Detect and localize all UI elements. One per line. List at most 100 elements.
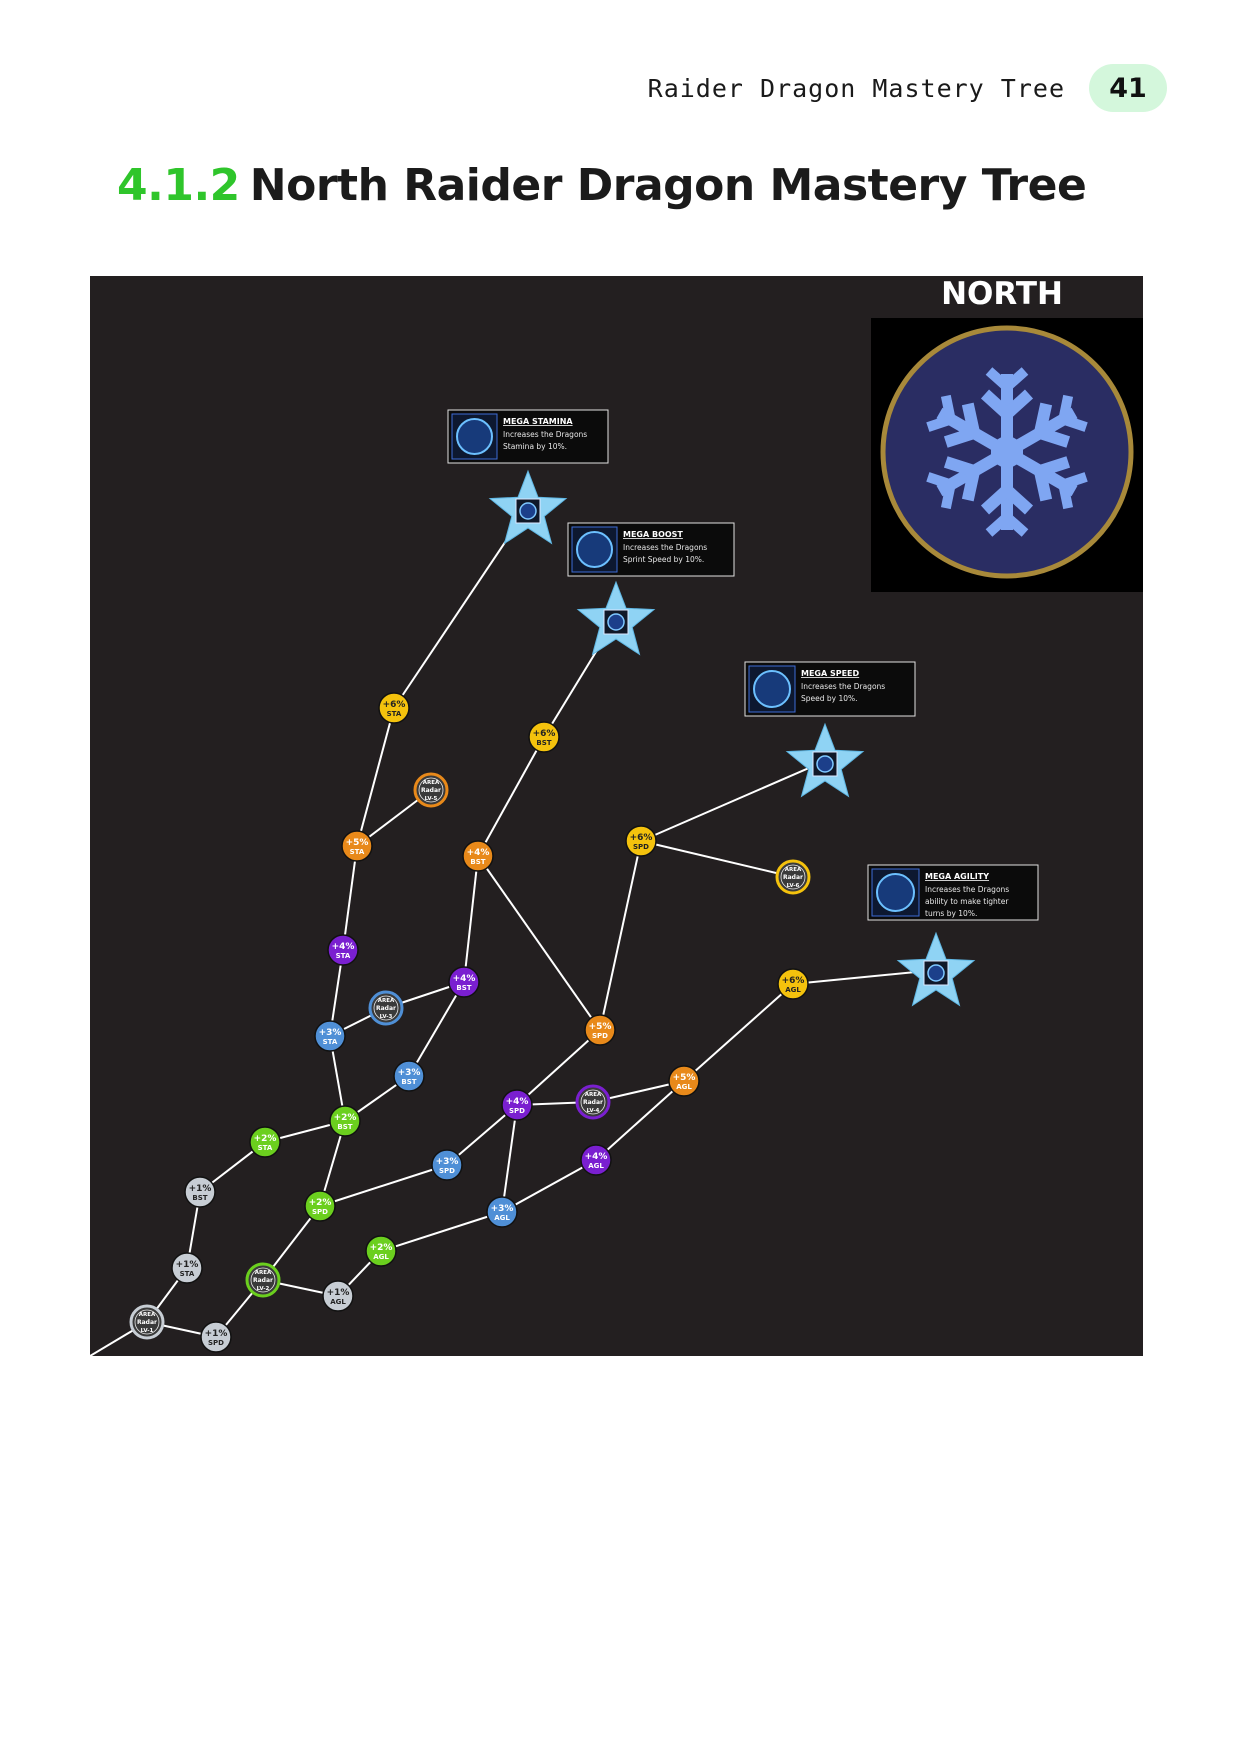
mastery-node-bst6[interactable]: +6%BST: [528, 721, 560, 753]
mastery-node-bst3[interactable]: +3%BST: [393, 1060, 425, 1092]
ability-star-star_bst[interactable]: [576, 580, 656, 656]
node-stat: SPD: [439, 1167, 455, 1175]
node-stat: AGL: [785, 986, 801, 994]
radar-circle: [368, 990, 404, 1026]
node-stat: AGL: [588, 1162, 604, 1170]
node-circle: [365, 1235, 397, 1267]
node-circle: [431, 1149, 463, 1181]
radar-circle: [775, 859, 811, 895]
node-value: +1%: [205, 1329, 228, 1339]
node-value: +1%: [327, 1288, 350, 1298]
node-circle: [625, 825, 657, 857]
mastery-node-sta6[interactable]: +6%STA: [378, 692, 410, 724]
radar-top: AREA: [255, 1270, 272, 1276]
radar-mid: Radar: [376, 1005, 396, 1012]
radar-inner-ring: [418, 777, 444, 803]
mastery-node-sta1[interactable]: +1%STA: [171, 1252, 203, 1284]
node-circle: [322, 1280, 354, 1312]
mastery-node-sta4[interactable]: +4%STA: [327, 934, 359, 966]
tooltip-line: ability to make tighter: [925, 897, 1009, 906]
node-value: +6%: [533, 729, 556, 739]
node-circle: [327, 934, 359, 966]
radar-mid: Radar: [583, 1099, 603, 1106]
radar-circle: [575, 1084, 611, 1120]
tooltip-line: Increases the Dragons: [623, 543, 707, 552]
mastery-tree-figure: +6%STA+6%BST+6%SPD+6%AGL+5%STA+4%BST+5%S…: [90, 276, 1143, 1356]
mastery-node-bst1[interactable]: +1%BST: [184, 1176, 216, 1208]
radar-mid: Radar: [137, 1319, 157, 1326]
ability-emblem-icon: [607, 613, 625, 631]
section-number: 4.1.2: [117, 160, 240, 211]
mastery-node-bst4p[interactable]: +4%BST: [448, 966, 480, 998]
ability-icon: [876, 873, 915, 912]
radar-level: LV-3: [380, 1014, 393, 1020]
mastery-node-agl1[interactable]: +1%AGL: [322, 1280, 354, 1312]
node-value: +3%: [436, 1157, 459, 1167]
ability-star-star_spd[interactable]: [785, 722, 865, 798]
node-circle: [462, 840, 494, 872]
node-value: +4%: [467, 848, 490, 858]
node-circle: [184, 1176, 216, 1208]
mastery-node-spd1[interactable]: +1%SPD: [200, 1321, 232, 1353]
tooltip-title: MEGA SPEED: [801, 669, 860, 678]
node-value: +3%: [319, 1028, 342, 1038]
radar-circle: [245, 1262, 281, 1298]
radar-circle: [129, 1304, 165, 1340]
tooltip-title: MEGA BOOST: [623, 530, 683, 539]
connection-line: [516, 1029, 601, 1106]
node-stat: AGL: [373, 1253, 389, 1261]
region-label: NORTH: [941, 276, 1063, 312]
radar-circle: [413, 772, 449, 808]
mastery-node-agl4[interactable]: +4%AGL: [580, 1144, 612, 1176]
tooltip-title: MEGA STAMINA: [503, 417, 573, 426]
node-stat: BST: [192, 1194, 207, 1202]
node-stat: AGL: [330, 1298, 346, 1306]
node-value: +6%: [630, 833, 653, 843]
mastery-node-spd4[interactable]: +4%SPD: [501, 1089, 533, 1121]
mastery-node-agl6[interactable]: +6%AGL: [777, 968, 809, 1000]
node-value: +3%: [398, 1068, 421, 1078]
ability-emblem-icon: [927, 964, 945, 982]
mastery-node-agl2[interactable]: +2%AGL: [365, 1235, 397, 1267]
node-circle: [304, 1190, 336, 1222]
radar-level: LV-4: [587, 1108, 600, 1114]
tooltip-line: turns by 10%.: [925, 909, 977, 918]
mastery-node-agl3[interactable]: +3%AGL: [486, 1196, 518, 1228]
radar-level: LV-5: [425, 796, 438, 802]
mastery-node-sta5[interactable]: +5%STA: [341, 830, 373, 862]
mastery-node-spd3[interactable]: +3%SPD: [431, 1149, 463, 1181]
node-value: +2%: [309, 1198, 332, 1208]
connection-line: [599, 840, 642, 1031]
node-value: +1%: [176, 1260, 199, 1270]
node-value: +4%: [506, 1097, 529, 1107]
ability-star-star_agl[interactable]: [896, 931, 976, 1007]
node-value: +2%: [254, 1134, 277, 1144]
mastery-node-spd6[interactable]: +6%SPD: [625, 825, 657, 857]
node-circle: [200, 1321, 232, 1353]
mastery-node-bst2[interactable]: +2%BST: [329, 1105, 361, 1137]
node-stat: AGL: [494, 1214, 510, 1222]
mastery-node-sta2[interactable]: +2%STA: [249, 1126, 281, 1158]
node-circle: [501, 1089, 533, 1121]
node-circle: [329, 1105, 361, 1137]
node-circle: [528, 721, 560, 753]
mastery-node-agl5[interactable]: +5%AGL: [668, 1065, 700, 1097]
connection-line: [683, 983, 794, 1082]
mastery-node-sta3[interactable]: +3%STA: [314, 1020, 346, 1052]
node-value: +6%: [782, 976, 805, 986]
mastery-node-spd5[interactable]: +5%SPD: [584, 1014, 616, 1046]
mastery-node-spd2[interactable]: +2%SPD: [304, 1190, 336, 1222]
node-stat: BST: [456, 984, 471, 992]
connection-lines: [90, 507, 937, 1356]
ability-star-star_sta[interactable]: [488, 469, 568, 545]
page-number-badge: 41: [1089, 64, 1167, 112]
mastery-node-bst4o[interactable]: +4%BST: [462, 840, 494, 872]
